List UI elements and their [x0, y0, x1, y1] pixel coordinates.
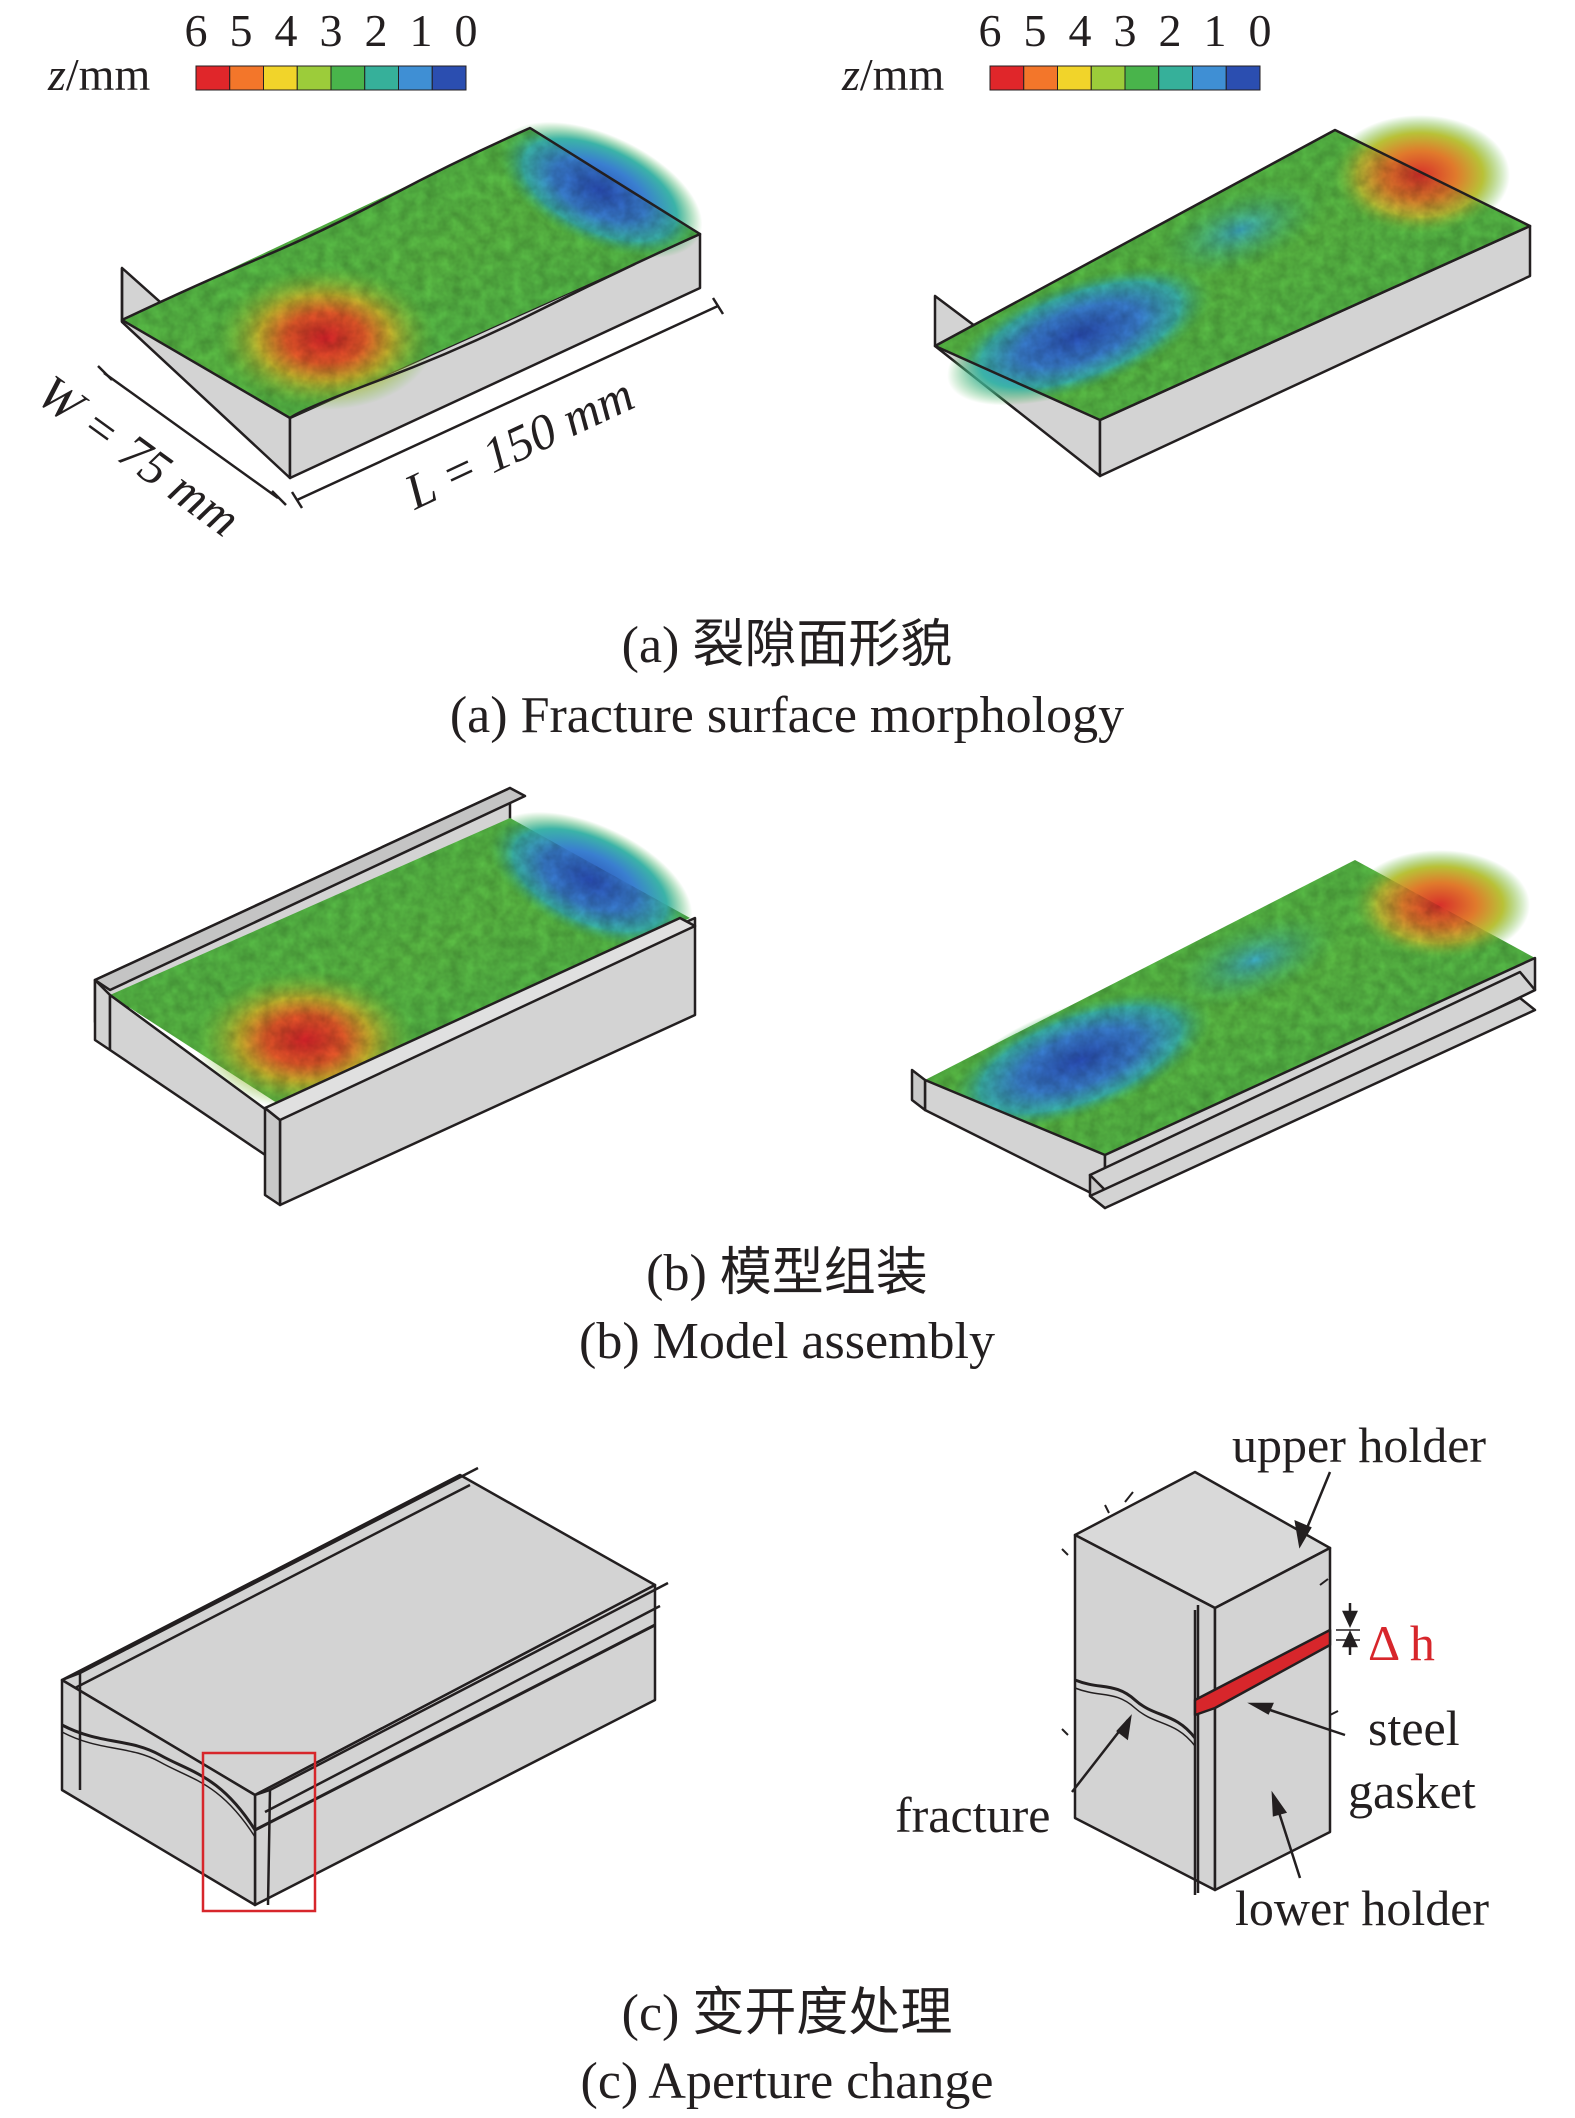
colorbar-tick: 2: [1159, 5, 1182, 56]
steel-label: steel: [1368, 1700, 1460, 1756]
colorbar-swatch: [296, 65, 332, 91]
colorbar-swatches: [195, 65, 467, 91]
assembled-model: [60, 1466, 669, 1907]
colorbar-tick: 5: [1024, 5, 1047, 56]
gasket-label: gasket: [1348, 1763, 1476, 1819]
colorbar-tick: 5: [230, 5, 253, 56]
delta-h-label: Δ h: [1368, 1615, 1435, 1671]
colorbar-swatch: [431, 65, 467, 91]
highlight-box: [201, 1751, 317, 1913]
assembly-lower: [93, 786, 697, 1207]
dimension-lines: [97, 297, 725, 509]
colorbar-tick: 3: [320, 5, 343, 56]
caption-c-en: (c) Aperture change: [581, 2053, 994, 2110]
lower-holder-label: lower holder: [1235, 1880, 1489, 1936]
colorbar-swatch: [1225, 65, 1261, 91]
colorbar-tick: 2: [365, 5, 388, 56]
colorbar-swatch: [1057, 65, 1092, 91]
colorbar-swatch: [989, 65, 1025, 91]
fracture-surface-upper: [933, 115, 1532, 478]
colorbar-tick: 1: [1204, 5, 1227, 56]
colorbar-swatch: [195, 65, 231, 91]
colorbar-swatch: [229, 65, 264, 91]
colorbar-tick: 4: [1069, 5, 1092, 56]
upper-holder-label: upper holder: [1232, 1417, 1486, 1473]
colorbar-tick: 4: [275, 5, 298, 56]
colorbar-tick: 6: [979, 5, 1002, 56]
colorbar-swatch: [263, 65, 298, 91]
colorbar-tick: 0: [455, 5, 478, 56]
assembly-upper: [910, 850, 1537, 1210]
fracture-surface-lower: [120, 121, 703, 480]
colorbar-swatch: [1023, 65, 1058, 91]
colorbar-tick: 3: [1114, 5, 1137, 56]
colorbar-swatch: [1124, 65, 1160, 91]
annotation-arrows: [1071, 1471, 1360, 1879]
colorbar-tick: 1: [410, 5, 433, 56]
caption-a-en: (a) Fracture surface morphology: [450, 687, 1124, 744]
caption-b-cn: (b) 模型组装: [646, 1245, 928, 1302]
colorbar-label: z/mm: [841, 49, 944, 100]
colorbar-tick: 6: [185, 5, 208, 56]
colorbar-swatch: [1192, 65, 1227, 91]
caption-a-cn: (a) 裂隙面形貌: [622, 617, 953, 674]
holder-detail: [1061, 1470, 1339, 1895]
fracture-label: fracture: [895, 1787, 1050, 1843]
colorbar-swatch: [330, 65, 366, 91]
colorbar-tick: 0: [1249, 5, 1272, 56]
colorbar-swatch: [398, 65, 433, 91]
caption-c-cn: (c) 变开度处理: [622, 1985, 953, 2042]
caption-b-en: (b) Model assembly: [579, 1313, 995, 1370]
colorbar-label: z/mm: [47, 49, 150, 100]
colorbar-swatch: [364, 65, 399, 91]
colorbar-swatches: [989, 65, 1261, 91]
colorbar-swatch: [1158, 65, 1193, 91]
colorbar-swatch: [1090, 65, 1126, 91]
